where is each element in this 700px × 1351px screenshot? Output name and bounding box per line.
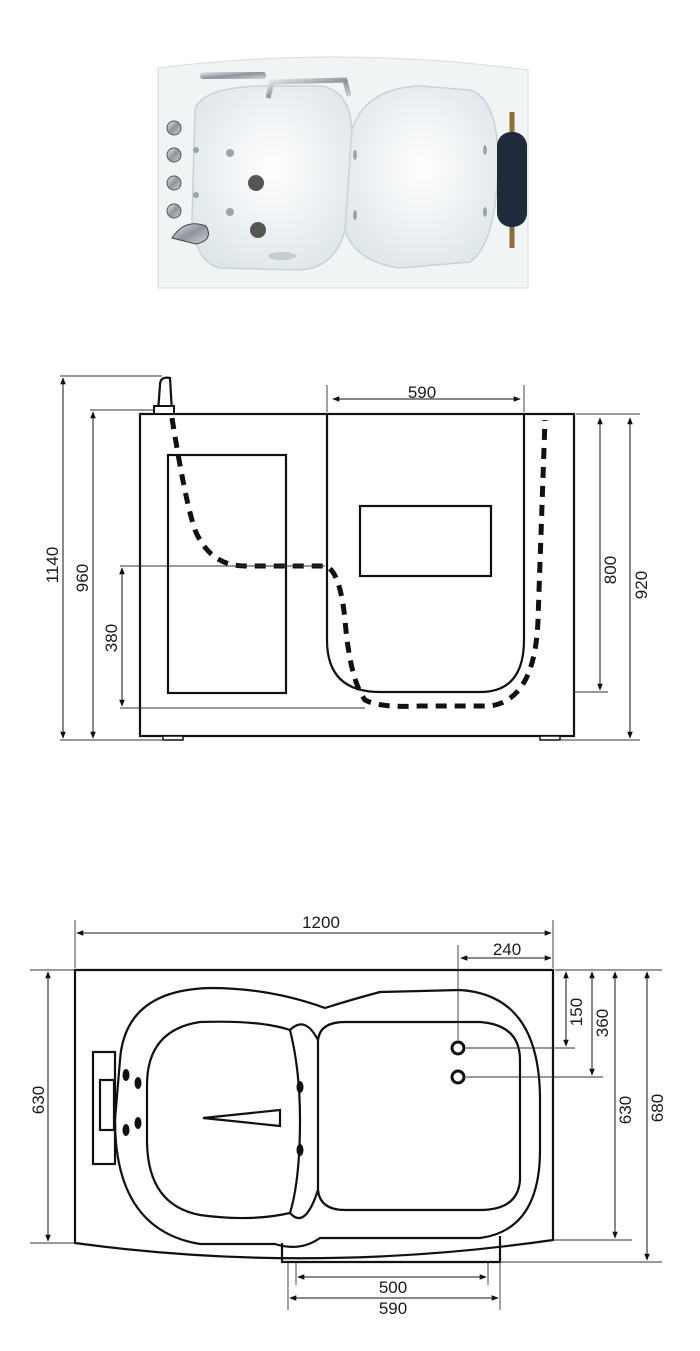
dim-door-inner: 500 [379, 1278, 407, 1297]
dim-width-left: 630 [29, 1086, 48, 1114]
outer-rim [113, 986, 542, 1249]
dim-width-right: 630 [616, 1096, 635, 1124]
jet-icons [193, 145, 487, 238]
hole-2-icon [450, 1069, 466, 1085]
dim-seat-height: 380 [102, 624, 121, 652]
headrest-pillow-icon [497, 132, 527, 227]
door-outline [325, 414, 526, 694]
access-panel [166, 453, 288, 695]
dim-overall-height: 1140 [43, 547, 62, 584]
dim-hole2-offset: 360 [593, 1009, 612, 1037]
side-view-drawing [60, 375, 640, 741]
dim-door-width: 590 [408, 383, 436, 402]
door-window [358, 504, 493, 578]
dim-drain-offset: 240 [493, 940, 521, 959]
faucet-icon [171, 223, 209, 245]
dim-hole1-offset: 150 [567, 998, 586, 1026]
top-view-drawing [30, 920, 662, 1310]
dim-body-height: 920 [632, 571, 651, 599]
dim-length: 1200 [302, 913, 340, 932]
seat-outline [316, 1020, 522, 1212]
valve-icons [166, 120, 209, 245]
inner-basin-profile [169, 417, 548, 709]
dim-overall-width: 680 [648, 1094, 667, 1122]
left-basin-outline [145, 1020, 302, 1220]
dim-door-outer: 590 [379, 1299, 407, 1318]
door-threshold [280, 1236, 502, 1264]
hole-1-icon [450, 1040, 466, 1056]
control-panel [91, 1050, 117, 1166]
tub-outline [73, 968, 555, 1260]
jet-icons-top [122, 1069, 304, 1156]
dim-inner-height: 800 [601, 556, 620, 584]
product-photo [157, 56, 529, 289]
shower-bar-icon [200, 72, 266, 79]
dim-rim-height: 960 [73, 564, 92, 592]
drain-channel [202, 1108, 282, 1128]
left-basin [191, 85, 355, 271]
grab-handle-icon [265, 77, 352, 99]
drain-icon [268, 252, 296, 260]
right-basin [344, 85, 499, 269]
